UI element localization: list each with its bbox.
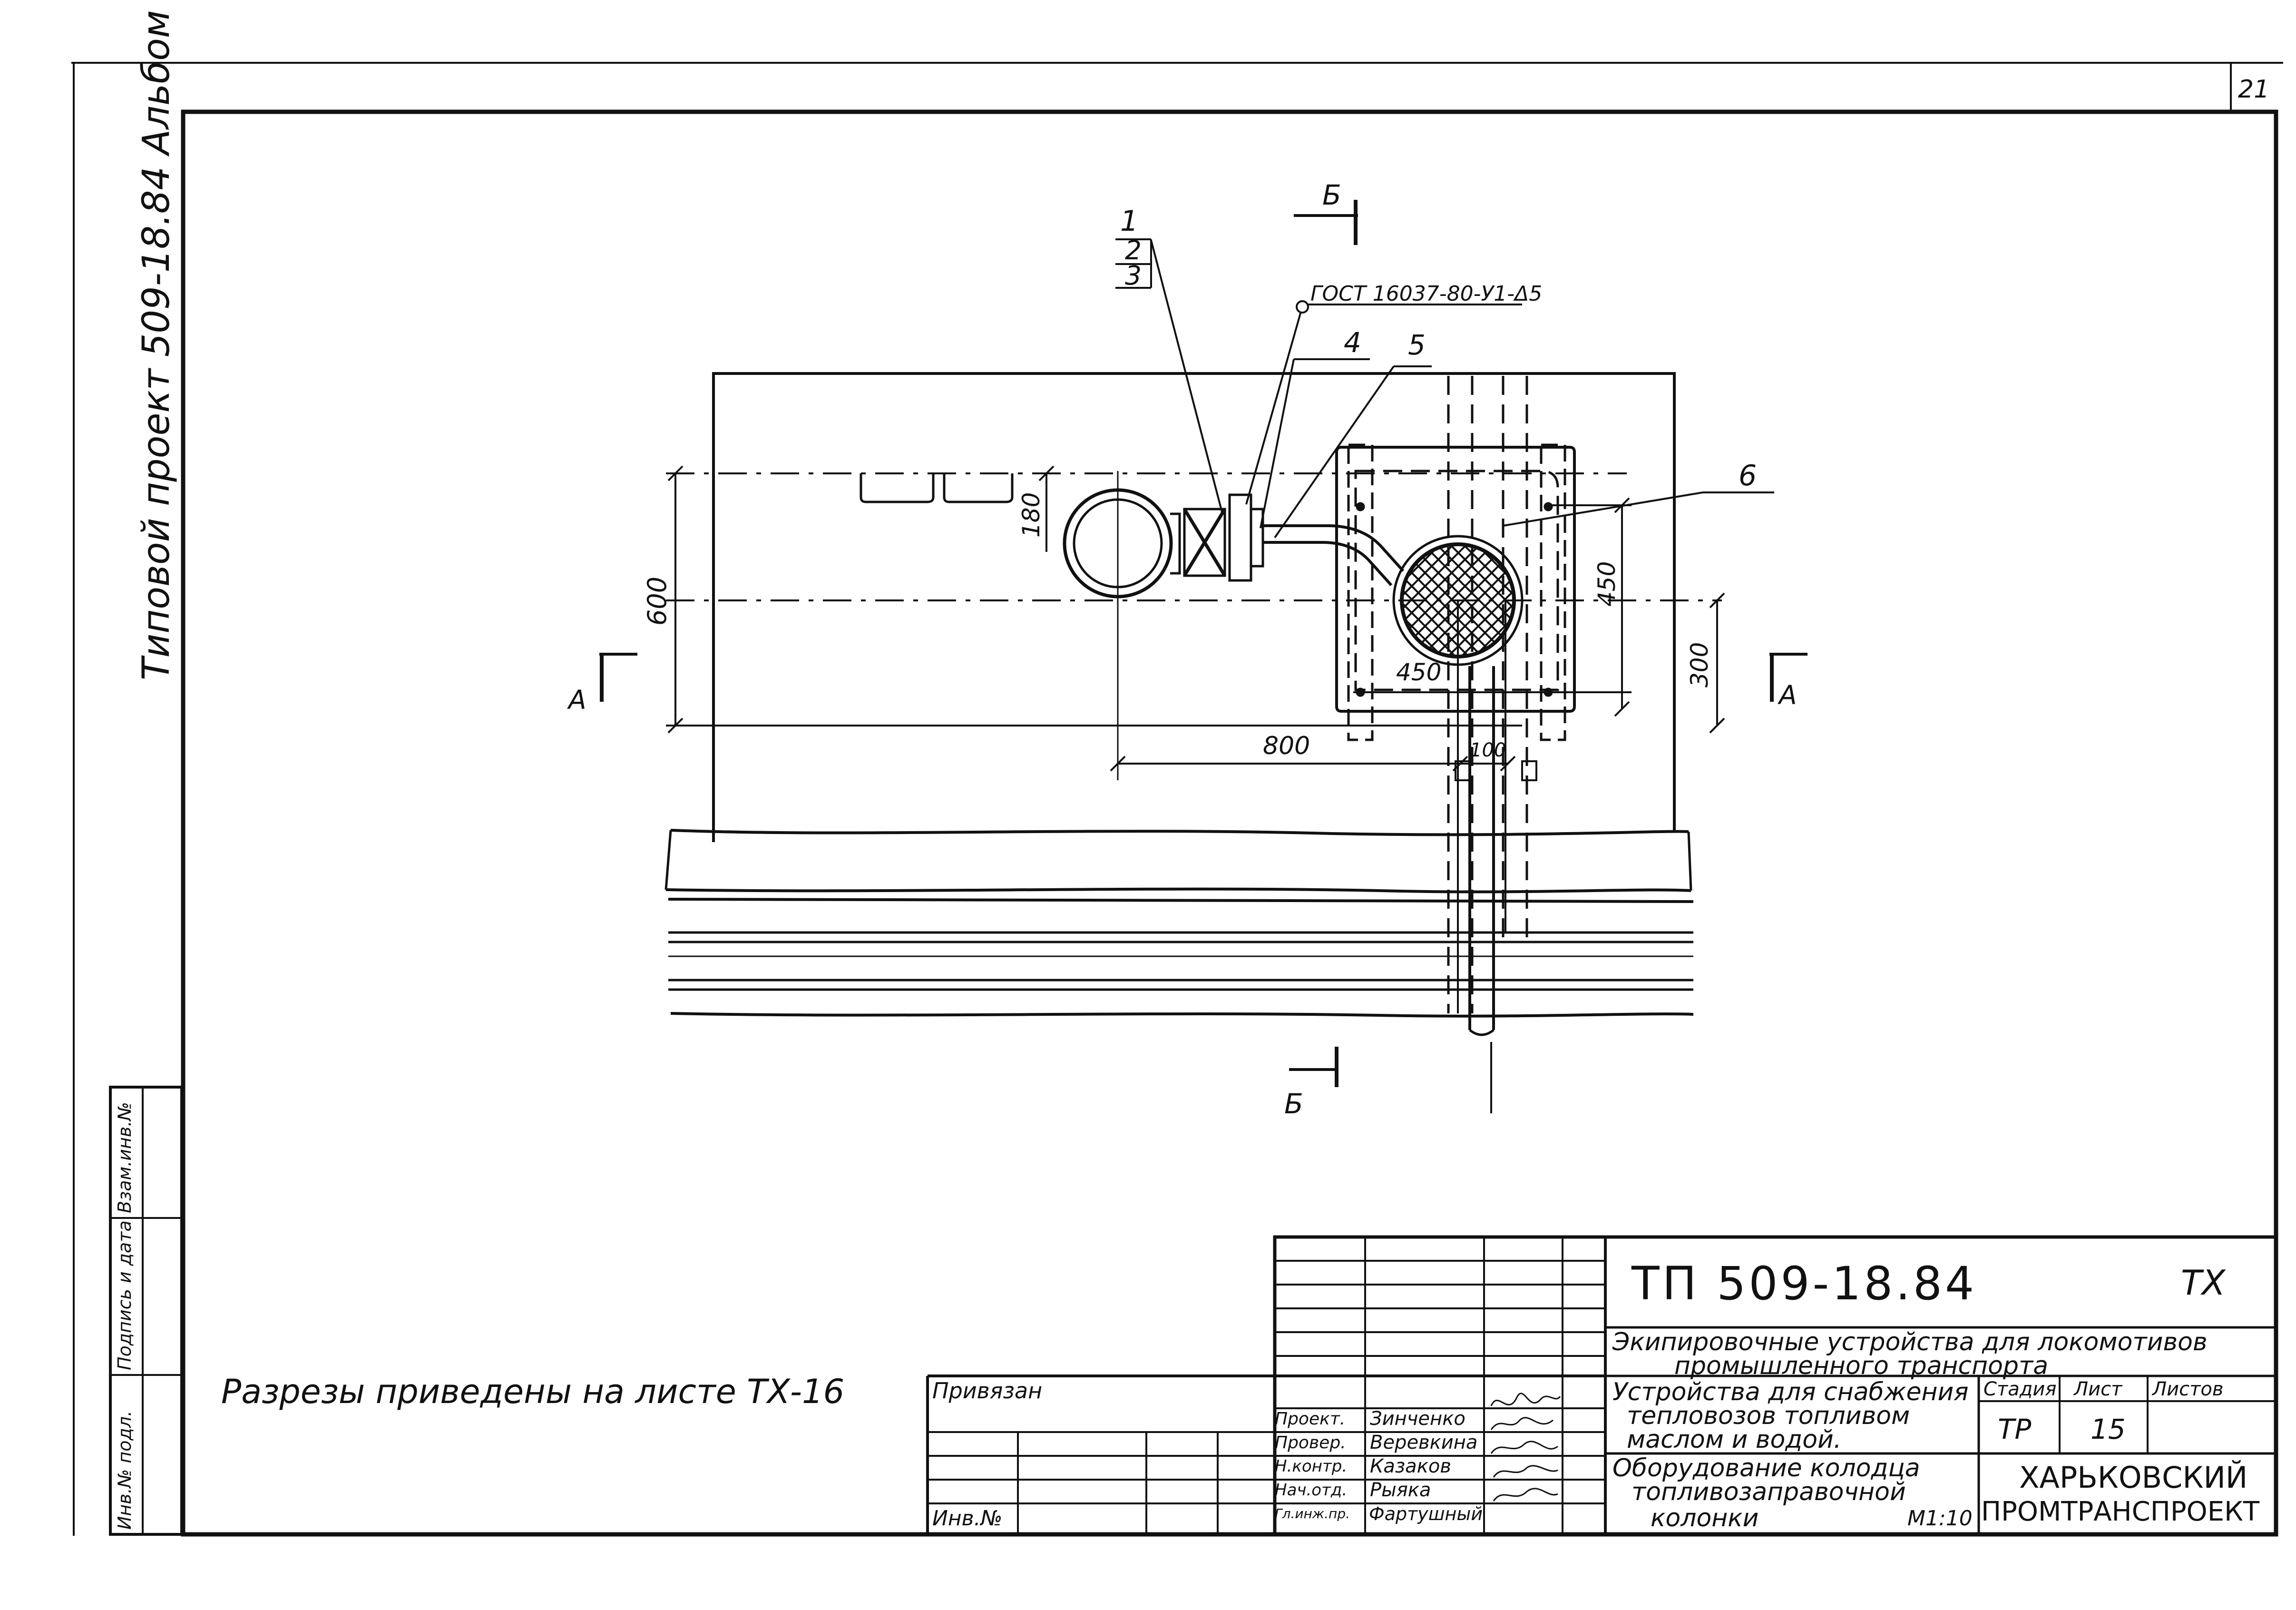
role-label: Нач.отд.	[1275, 1481, 1348, 1500]
role-row: Нач.отд.	[1275, 1482, 1347, 1498]
section-b-bottom: Б	[1284, 1088, 1303, 1120]
side-title: Типовой проект 509-18.84 Альбом I	[135, 0, 178, 680]
privyazan-label: Привязан	[932, 1378, 1043, 1404]
scale: М1:10	[1907, 1506, 1973, 1531]
inv-no-label: Инв.№	[932, 1506, 1003, 1531]
title-block-grid	[926, 1235, 2278, 1536]
stage-value: ТР	[1998, 1413, 2032, 1445]
org-name-2: ПРОМТРАНСПРОЕКТ	[1981, 1496, 2260, 1527]
drawing-labels: 1 2 3 ГОСТ 16037-80-У1-Δ5 4 5 6 Б Б А А …	[567, 179, 1797, 1120]
dim-100: 100	[1470, 739, 1506, 761]
sheet-label: Лист	[2074, 1378, 2122, 1400]
project-title-1: Экипировочные устройства для локомотивов	[1612, 1328, 2208, 1356]
role-name: Фартушный	[1369, 1503, 1483, 1524]
role-label: Н.контр.	[1275, 1457, 1348, 1476]
role-row: Н.контр.	[1275, 1458, 1347, 1474]
callout-4: 4	[1344, 326, 1361, 359]
dim-800: 800	[1263, 732, 1310, 760]
signatures	[1490, 1393, 1561, 1502]
dim-600: 600	[642, 577, 672, 626]
sheet-title-3: колонки	[1651, 1504, 1759, 1532]
role-row: Проект.	[1275, 1411, 1345, 1428]
role-name: Зинченко	[1370, 1408, 1466, 1430]
dimension-lines	[666, 465, 1725, 772]
dim-180: 180	[1017, 492, 1045, 538]
role-name: Казаков	[1370, 1455, 1451, 1477]
leaders	[599, 200, 1807, 1087]
role-name: Веревкина	[1370, 1432, 1478, 1453]
stage-label: Стадия	[1983, 1378, 2057, 1400]
stamp-vzam-inv: Взам.инв.№	[114, 1102, 135, 1213]
section-a-left: А	[567, 685, 586, 715]
sheet-code: ТХ	[2181, 1263, 2226, 1303]
sheet-value: 15	[2091, 1413, 2126, 1445]
sections-note: Разрезы приведены на листе ТХ-16	[221, 1372, 845, 1411]
section-b-top: Б	[1322, 179, 1341, 211]
stamp-inv-orig: Инв.№ подл.	[114, 1410, 135, 1530]
doc-code: ТП 509-18.84	[1632, 1257, 1977, 1310]
role-row: Провер.	[1275, 1434, 1346, 1452]
dim-300: 300	[1686, 642, 1713, 687]
subtitle-2: тепловозов топливом	[1627, 1402, 1910, 1430]
section-a-right: А	[1778, 680, 1797, 710]
sheet-number: 21	[2238, 75, 2270, 104]
role-row: Гл.инж.пр.	[1275, 1507, 1350, 1521]
role-label: Проект.	[1275, 1409, 1346, 1429]
project-title-2: промышленного транспорта	[1674, 1352, 2049, 1380]
gost-label: ГОСТ 16037-80-У1-Δ5	[1310, 282, 1542, 306]
pit-plan	[664, 372, 1722, 1113]
sheet-title-2: топливозаправочной	[1632, 1478, 1906, 1506]
subtitle-1: Устройства для снабжения	[1612, 1378, 1969, 1406]
sheet-frame	[71, 62, 2283, 1537]
stamp-sign-date: Подпись и дата	[114, 1220, 135, 1370]
role-name: Рыяка	[1370, 1479, 1431, 1501]
sheets-label: Листов	[2152, 1378, 2224, 1400]
sheet-title-1: Оборудование колодца	[1612, 1454, 1920, 1482]
role-label: Провер.	[1275, 1433, 1346, 1453]
callout-6: 6	[1739, 459, 1757, 492]
role-label: Гл.инж.пр.	[1275, 1506, 1350, 1522]
subtitle-3: маслом и водой.	[1627, 1425, 1842, 1454]
dim-450-horizontal: 450	[1396, 658, 1441, 686]
callout-1: 1	[1120, 205, 1138, 238]
callout-3: 3	[1125, 260, 1142, 291]
callout-2: 2	[1125, 235, 1142, 265]
callout-5: 5	[1408, 329, 1426, 361]
dim-450-vertical: 450	[1593, 561, 1621, 607]
org-name-1: ХАРЬКОВСКИЙ	[2019, 1460, 2248, 1495]
